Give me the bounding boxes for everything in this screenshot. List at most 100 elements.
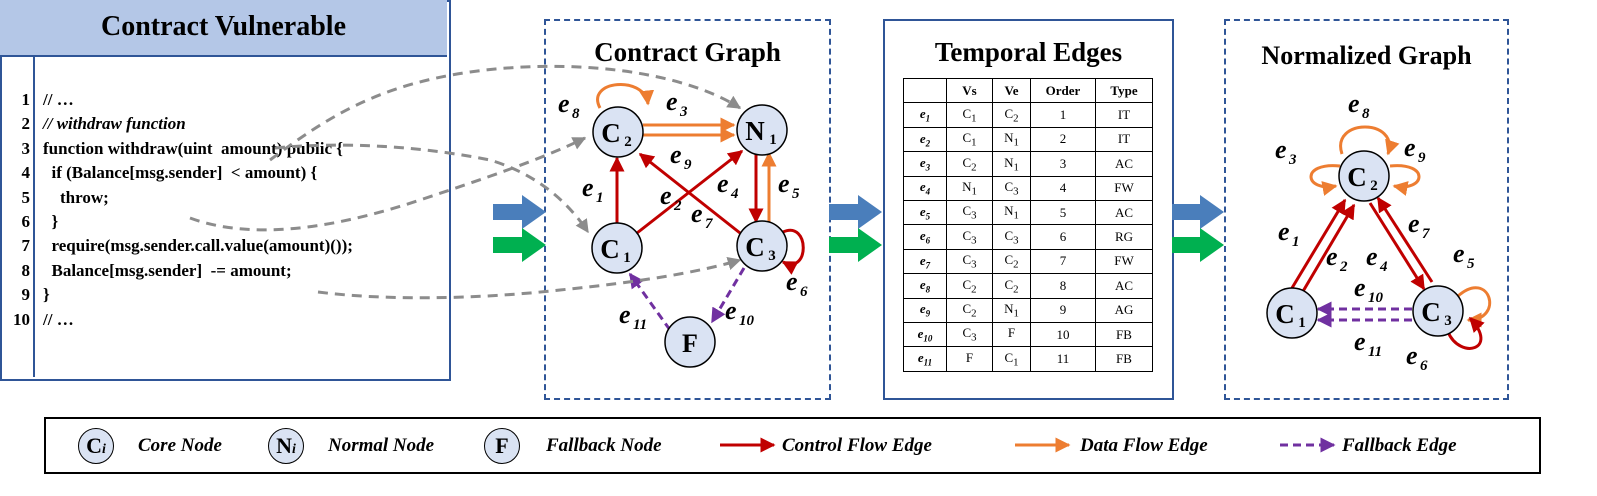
svg-text:9: 9 <box>684 157 692 173</box>
green-arrow-2 <box>829 228 882 262</box>
norm-node-c3: C 3 <box>1412 285 1464 337</box>
node-c3: C 3 <box>736 220 788 272</box>
edge-e7 <box>638 152 741 235</box>
blue-arrow-1 <box>493 195 546 229</box>
table-cell: C2 <box>946 273 993 299</box>
svg-text:4: 4 <box>1379 259 1388 275</box>
code-line-text: require(msg.sender.call.value(amount)())… <box>43 236 353 256</box>
map-arrow-c2 <box>189 136 587 232</box>
svg-text:3: 3 <box>1444 313 1452 329</box>
table-cell: C2 <box>992 102 1031 128</box>
norm-edge-e1 <box>1290 198 1347 289</box>
svg-text:e: e <box>619 300 631 329</box>
legend-data-flow-label: Data Flow Edge <box>1080 435 1208 456</box>
table-cell: e8 <box>903 273 947 299</box>
blue-arrow-3 <box>1172 195 1224 229</box>
table-cell: e7 <box>903 248 947 275</box>
node-c3-sub: 3 <box>768 248 776 264</box>
edge-e10 <box>710 267 746 324</box>
table-cell: C1 <box>992 346 1031 372</box>
code-line-text: throw; <box>43 187 109 207</box>
norm-edge-e4 <box>1368 202 1426 291</box>
normalized-graph-edges <box>1290 125 1492 350</box>
svg-text:1: 1 <box>1298 315 1306 331</box>
svg-text:e: e <box>1408 209 1420 238</box>
node-c2-sub: 2 <box>624 134 632 150</box>
norm-node-c2: C 2 <box>1338 150 1390 202</box>
code-line-number: 3 <box>21 138 31 158</box>
svg-text:e: e <box>666 87 678 116</box>
table-cell: 2 <box>1030 126 1096 153</box>
legend-normal-node-symbol: Ni <box>268 428 304 464</box>
table-cell: F <box>992 321 1031 348</box>
table-cell: 4 <box>1030 175 1096 201</box>
code-line-number: 9 <box>21 285 31 305</box>
node-c2: C 2 <box>592 106 644 158</box>
table-cell: AC <box>1095 273 1153 299</box>
map-arrow-c1 <box>274 143 590 234</box>
code-line-text: // … <box>43 90 74 109</box>
svg-text:7: 7 <box>1422 226 1430 242</box>
contract-graph-title: Contract Graph <box>594 37 781 67</box>
svg-text:2: 2 <box>1339 259 1348 275</box>
node-c2-label: C <box>601 118 621 148</box>
svg-text:e: e <box>778 169 790 198</box>
svg-text:8: 8 <box>1362 106 1370 122</box>
svg-text:C: C <box>1275 299 1295 329</box>
svg-text:C: C <box>1421 297 1441 327</box>
svg-text:e: e <box>1275 135 1287 164</box>
node-n1-label: N <box>745 116 765 146</box>
map-arrow-c3 <box>317 257 742 300</box>
table-cell: C1 <box>946 126 993 153</box>
svg-text:6: 6 <box>800 284 808 300</box>
code-line-number: 6 <box>21 212 31 231</box>
norm-edge-e6 <box>1446 316 1485 350</box>
svg-text:e: e <box>660 181 672 210</box>
code-panel: Contract Vulnerable 1// …2// withdraw fu… <box>0 0 451 381</box>
code-line-text: } <box>43 285 50 305</box>
table-cell: AC <box>1095 199 1153 226</box>
svg-text:e: e <box>717 169 729 198</box>
svg-text:2: 2 <box>673 198 682 214</box>
map-arrow-n1 <box>269 64 742 162</box>
svg-text:e: e <box>786 267 798 296</box>
svg-text:3: 3 <box>679 104 688 120</box>
table-cell: FB <box>1095 321 1153 348</box>
node-n1: N 1 <box>736 104 788 156</box>
code-line-text: Balance[msg.sender] -= amount; <box>43 260 292 280</box>
svg-text:C: C <box>1347 162 1367 192</box>
line-number-divider <box>33 57 35 377</box>
code-line-number: 8 <box>21 260 31 280</box>
svg-text:e: e <box>1453 239 1465 268</box>
legend-fallback-node-symbol: F <box>484 428 520 464</box>
green-arrow-3 <box>1172 228 1224 262</box>
table-header-cell: Type <box>1095 77 1153 104</box>
svg-text:e: e <box>1406 341 1418 370</box>
blue-arrow-2 <box>829 195 882 229</box>
legend-normal-node-label: Normal Node <box>328 435 435 456</box>
code-panel-title: Contract Vulnerable <box>101 11 346 42</box>
green-arrow-1 <box>493 228 546 262</box>
code-mapping-arrows <box>189 64 742 300</box>
table-cell: AG <box>1095 297 1153 323</box>
norm-edge-e7 <box>1376 196 1434 283</box>
table-header-cell: Ve <box>992 77 1031 104</box>
